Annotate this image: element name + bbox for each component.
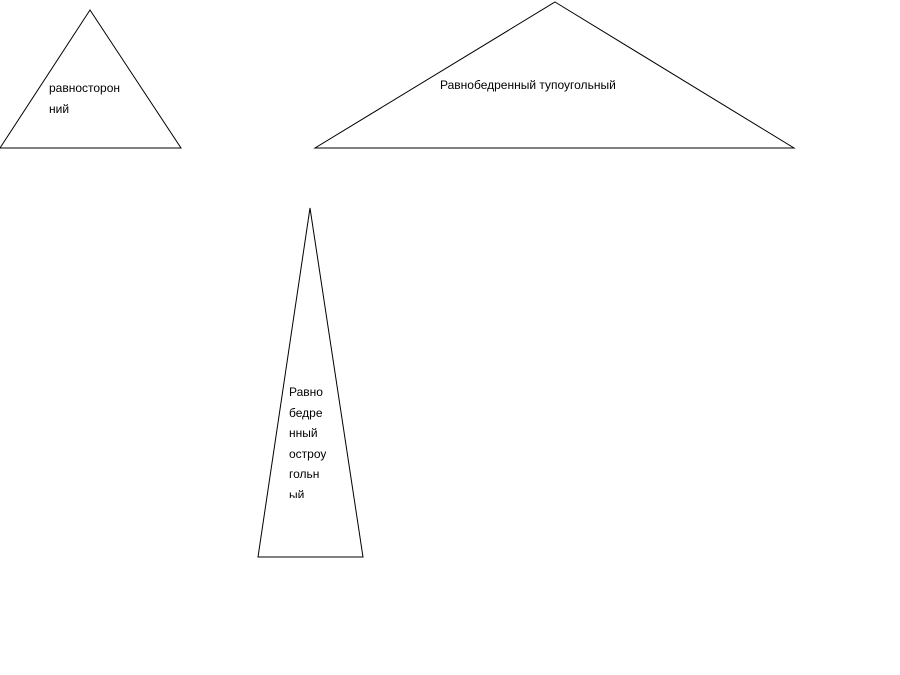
obtuse-isosceles-triangle: [313, 1, 796, 149]
label-line: бедре: [289, 405, 323, 420]
obtuse-isosceles-triangle-label: Равнобедренный тупоугольный: [440, 78, 616, 92]
label-line: гольн: [289, 467, 320, 481]
acute-isosceles-triangle: [257, 207, 364, 558]
equilateral-triangle: [0, 9, 182, 149]
acute-isosceles-triangle-label: Равно бедре нный остроу гольн ый: [289, 382, 326, 498]
label-line: равносторон: [49, 81, 121, 95]
label-line: нный: [289, 426, 318, 440]
label-line: Равно: [289, 385, 323, 399]
equilateral-triangle-label: равносторон ний: [49, 78, 120, 119]
label-line: ый: [289, 487, 305, 499]
label-line: остроу: [289, 446, 327, 461]
label-line: ний: [49, 101, 70, 116]
